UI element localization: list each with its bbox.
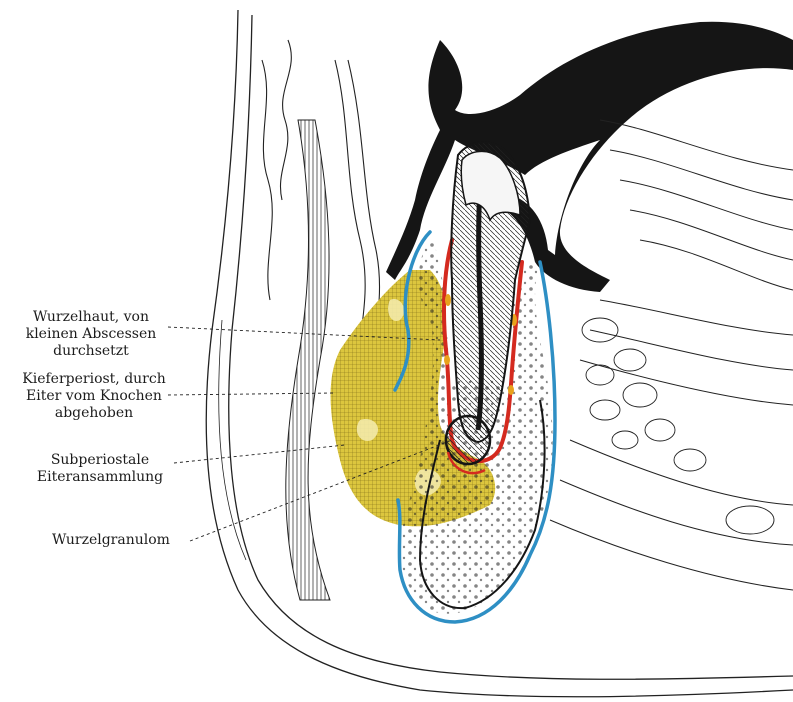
- mucosa-band: [286, 120, 330, 600]
- label-line: kleinen Abscessen: [12, 326, 170, 343]
- label-line: durchsetzt: [12, 343, 170, 360]
- label-root-membrane-abscesses: Wurzelhaut, von kleinen Abscessen durchs…: [12, 309, 170, 360]
- label-root-granuloma: Wurzelgranulom: [36, 532, 186, 549]
- label-line: Wurzelgranulom: [36, 532, 186, 549]
- root-granuloma: [446, 416, 490, 464]
- label-line: Kieferperiost, durch: [6, 371, 182, 388]
- label-subperiosteal-pus: Subperiostale Eiteransammlung: [24, 452, 176, 486]
- label-line: abgehoben: [6, 405, 182, 422]
- label-line: Wurzelhaut, von: [12, 309, 170, 326]
- label-line: Subperiostale: [24, 452, 176, 469]
- label-line: Eiteransammlung: [24, 469, 176, 486]
- label-line: Eiter vom Knochen: [6, 388, 182, 405]
- right-fibrous-tissue: [550, 120, 793, 590]
- label-jaw-periosteum: Kieferperiost, durch Eiter vom Knochen a…: [6, 371, 182, 422]
